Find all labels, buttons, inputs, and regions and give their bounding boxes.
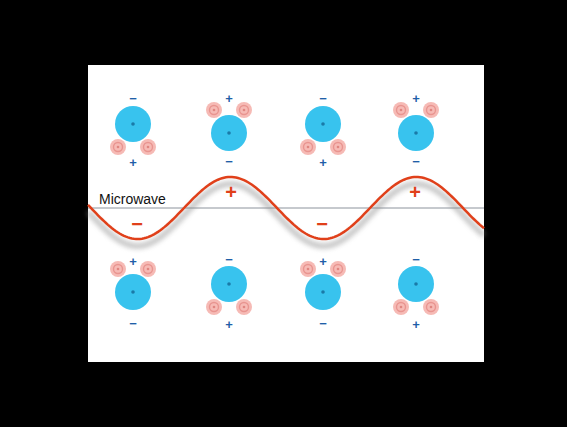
- water-molecule: [300, 106, 346, 155]
- charge-sign: +: [129, 156, 137, 169]
- water-molecule: [206, 102, 252, 151]
- charge-sign: +: [129, 255, 137, 268]
- charge-sign: −: [319, 317, 327, 330]
- charge-sign: +: [412, 318, 420, 331]
- water-molecule: [110, 261, 156, 310]
- charge-sign: −: [319, 92, 327, 105]
- field-sign: −: [131, 214, 143, 234]
- charge-sign: +: [319, 255, 327, 268]
- charge-sign: −: [412, 155, 420, 168]
- charge-sign: +: [225, 92, 233, 105]
- field-sign: +: [225, 182, 237, 202]
- axis-line: [88, 208, 484, 209]
- charge-sign: −: [225, 253, 233, 266]
- charge-sign: −: [412, 253, 420, 266]
- charge-sign: +: [319, 156, 327, 169]
- wave-label: Microwave: [98, 192, 167, 206]
- water-molecule: [300, 261, 346, 310]
- water-molecule: [206, 266, 252, 315]
- water-molecule: [393, 266, 439, 315]
- water-molecule: [393, 102, 439, 151]
- field-sign: +: [409, 182, 421, 202]
- water-molecule: [110, 106, 156, 155]
- charge-sign: +: [225, 318, 233, 331]
- field-sign: −: [316, 214, 328, 234]
- charge-sign: −: [129, 92, 137, 105]
- charge-sign: −: [225, 155, 233, 168]
- microwave-wave: [88, 177, 484, 239]
- white-panel: [88, 65, 484, 362]
- charge-sign: −: [129, 317, 137, 330]
- charge-sign: +: [412, 92, 420, 105]
